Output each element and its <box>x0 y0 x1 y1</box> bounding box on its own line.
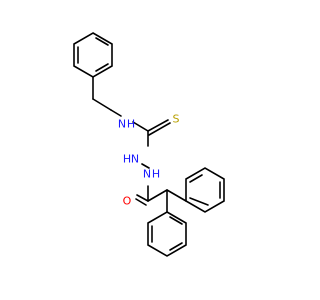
atom-nh-mid: N H <box>123 153 139 166</box>
bond-co-double-1 <box>136 194 149 202</box>
bond-co-ch <box>147 189 168 202</box>
atom-h-mid: H <box>123 153 131 166</box>
bond-nh-cs <box>132 121 149 132</box>
atom-nh-top: N H <box>118 118 135 131</box>
atom-h-top: H <box>127 118 135 131</box>
bond-ch2-nh <box>110 109 122 117</box>
atom-s-label: S <box>173 113 180 126</box>
bond-ch-ring-right <box>166 189 187 202</box>
bond-ch2-ch2 <box>92 98 112 111</box>
bond-cs-double-2 <box>148 122 171 136</box>
phenyl-ring-bottom <box>147 211 187 257</box>
bond-n-n <box>141 163 150 169</box>
chemical-structure: N H S N H N H O <box>73 32 225 257</box>
phenyl-ring-top <box>73 32 113 78</box>
atom-o: O <box>123 195 132 208</box>
bond-cs-double-1 <box>147 119 169 132</box>
atom-n-mid: N <box>131 153 139 166</box>
atom-n-top: N <box>118 118 126 131</box>
atom-s: S <box>173 113 180 126</box>
atom-o-label: O <box>123 195 132 208</box>
bond-co-double-2 <box>135 198 147 206</box>
atom-hn-mid: N H <box>143 168 160 181</box>
atom-n-mid2: N <box>143 168 151 181</box>
phenyl-ring-right <box>185 167 225 213</box>
atom-h-mid2: H <box>152 168 160 181</box>
